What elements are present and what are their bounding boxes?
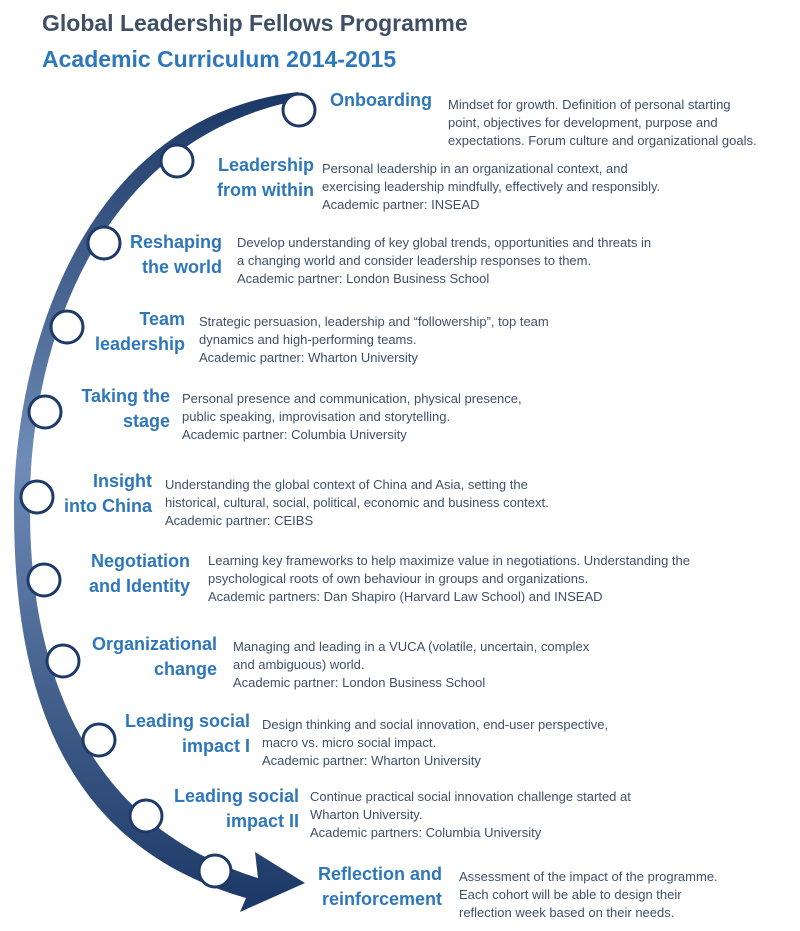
module-description-line: Assessment of the impact of the programm… (459, 869, 718, 884)
module-description-line: and ambiguous) world. (233, 657, 365, 672)
timeline-node (81, 722, 117, 758)
module-title-line: Leadership (217, 155, 314, 175)
module-description-line: Personal leadership in an organizational… (322, 161, 628, 176)
module-description: Learning key frameworks to help maximize… (208, 552, 690, 606)
module-description-line: public speaking, improvisation and story… (182, 409, 451, 424)
module-title: Taking the stage (81, 384, 170, 434)
module-description-line: Develop understanding of key global tren… (237, 235, 652, 250)
module-title-line: stage (122, 411, 170, 431)
module-description-line: Academic partner: Wharton University (199, 350, 418, 365)
module-title-line: Onboarding (330, 90, 432, 110)
module-description-line: Personal presence and communication, phy… (182, 391, 522, 406)
module-title: Team leadership (95, 307, 185, 357)
module-title-line: Taking the (81, 386, 170, 406)
module-title-line: Leading social (173, 786, 299, 806)
module-title-line: Reshaping (129, 232, 222, 252)
module-description: Personal presence and communication, phy… (182, 390, 522, 444)
module-description-line: Wharton University. (310, 807, 423, 822)
page-subtitle: Academic Curriculum 2014-2015 (42, 46, 397, 72)
module-title: Insight into China (64, 469, 152, 519)
module-description-line: Each cohort will be able to design their (459, 887, 682, 902)
timeline-node (159, 143, 195, 179)
module-description-line: reflection week based on their needs. (459, 905, 675, 920)
page-title: Global Leadership Fellows Programme (42, 10, 468, 36)
module-description: Design thinking and social innovation, e… (262, 716, 608, 770)
timeline-node (27, 394, 63, 430)
module-description-line: Academic partner: London Business School (233, 675, 486, 690)
module-description-line: Learning key frameworks to help maximize… (208, 553, 690, 568)
module-description-line: Mindset for growth. Definition of person… (448, 97, 731, 112)
module-title-line: Insight (93, 471, 152, 491)
module-title-line: Reflection and (317, 864, 442, 884)
module-title-line: Leading social (124, 711, 250, 731)
module-title: Leading social impact I (125, 709, 250, 759)
module-description: Develop understanding of key global tren… (237, 234, 651, 288)
module-description: Strategic persuasion, leadership and “fo… (199, 313, 549, 367)
module-title-line: leadership (94, 334, 185, 354)
module-description-line: historical, cultural, social, political,… (165, 495, 549, 510)
module-title-line: from within (217, 180, 314, 200)
module-description-line: expectations. Forum culture and organiza… (448, 133, 757, 148)
module-description-line: Academic partner: London Business School (237, 271, 490, 286)
timeline-node (45, 643, 81, 679)
module-description-line: Academic partners: Columbia University (310, 825, 542, 840)
module-title-line: and Identity (88, 576, 190, 596)
module-title: Leading social impact II (174, 784, 299, 834)
module-title: Reshaping the world (130, 230, 222, 280)
module-title-line: impact II (225, 811, 299, 831)
timeline-node (49, 309, 85, 345)
module-title-line: Negotiation (91, 551, 190, 571)
module-title-line: the world (142, 257, 222, 277)
module-description-line: point, objectives for development, purpo… (448, 115, 718, 130)
timeline-node (19, 479, 55, 515)
module-description-line: Strategic persuasion, leadership and “fo… (199, 314, 549, 329)
timeline-node (86, 225, 122, 261)
timeline-node (281, 92, 317, 128)
timeline-node (197, 853, 233, 889)
module-description: Mindset for growth. Definition of person… (448, 96, 757, 150)
module-description-line: macro vs. micro social impact. (262, 735, 437, 750)
module-description: Managing and leading in a VUCA (volatile… (233, 638, 589, 692)
module-description: Personal leadership in an organizational… (322, 160, 660, 214)
module-description-line: Academic partner: Columbia University (182, 427, 407, 442)
module-title: Leadership from within (217, 153, 314, 203)
module-description-line: Design thinking and social innovation, e… (262, 717, 609, 732)
module-description-line: Academic partner: CEIBS (165, 513, 314, 528)
module-description-line: Continue practical social innovation cha… (310, 789, 631, 804)
module-title-line: Team (139, 309, 185, 329)
module-description-line: Managing and leading in a VUCA (volatile… (233, 639, 590, 654)
module-description: Continue practical social innovation cha… (310, 788, 631, 842)
module-description-line: a changing world and consider leadership… (237, 253, 592, 268)
module-description: Understanding the global context of Chin… (165, 476, 549, 530)
module-title: Reflection and reinforcement (318, 862, 442, 912)
module-description: Assessment of the impact of the programm… (459, 868, 718, 922)
module-title: Onboarding (330, 88, 432, 113)
timeline-nodes (19, 92, 317, 889)
module-title: Negotiation and Identity (89, 549, 190, 599)
module-description-line: Academic partners: Dan Shapiro (Harvard … (208, 589, 603, 604)
module-title-line: into China (64, 496, 152, 516)
module-title: Organizational change (92, 632, 217, 682)
module-description-line: Understanding the global context of Chin… (165, 477, 528, 492)
timeline-node (128, 798, 164, 834)
module-description-line: psychological roots of own behaviour in … (208, 571, 589, 586)
module-title-line: reinforcement (321, 889, 442, 909)
module-description-line: exercising leadership mindfully, effecti… (322, 179, 661, 194)
module-title-line: change (153, 659, 217, 679)
module-title-line: Organizational (91, 634, 217, 654)
module-description-line: Academic partner: Wharton University (262, 753, 481, 768)
timeline-node (26, 562, 62, 598)
module-description-line: Academic partner: INSEAD (322, 197, 480, 212)
module-title-line: impact I (181, 736, 250, 756)
module-description-line: dynamics and high-performing teams. (199, 332, 417, 347)
